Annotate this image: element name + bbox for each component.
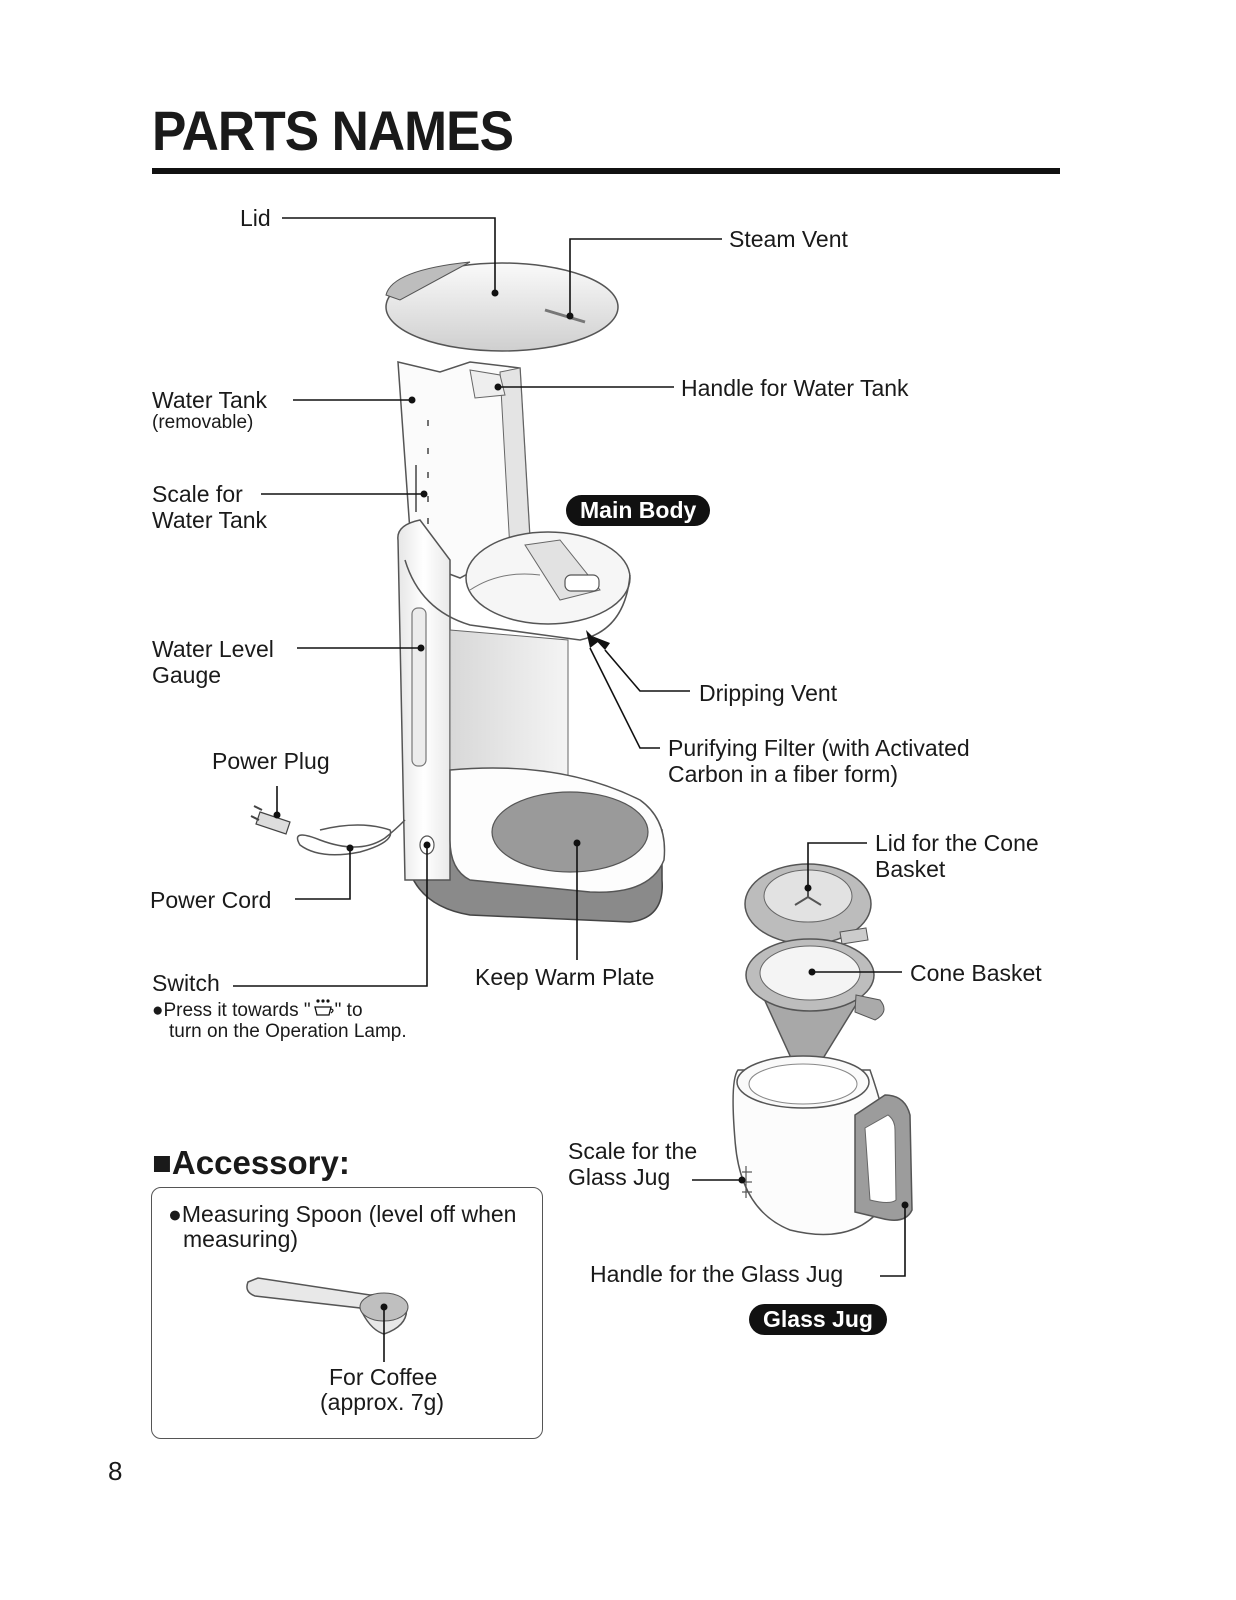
spoon-label-line1: For Coffee [329, 1364, 438, 1390]
label-lid-cone-basket-line1: Lid for the Cone [875, 830, 1039, 856]
label-lid-cone-basket-line2: Basket [875, 856, 946, 882]
label-scale-water-tank-line1: Scale for [152, 481, 243, 507]
label-water-level-gauge-line2: Gauge [152, 662, 222, 688]
label-switch-note-line1: ●Press it towards " " to [152, 998, 363, 1024]
accessory-heading: ■Accessory: [152, 1144, 350, 1181]
page-title: PARTS NAMES [152, 99, 514, 162]
label-handle-water-tank: Handle for Water Tank [681, 375, 909, 401]
label-scale-glass-jug-line1: Scale for the [568, 1138, 698, 1164]
label-lid: Lid [240, 205, 271, 231]
lid-illustration [385, 261, 619, 352]
label-purifying-filter-line1: Purifying Filter (with Activated [668, 735, 970, 761]
label-steam-vent: Steam Vent [729, 226, 848, 252]
water-tank-illustration [397, 361, 531, 579]
main-body-illustration [250, 519, 666, 923]
cone-basket-lid-illustration [744, 863, 872, 945]
badge-main-body: Main Body [566, 495, 711, 526]
label-water-tank: Water Tank [152, 387, 268, 413]
title-underline [152, 168, 1060, 174]
label-keep-warm-plate: Keep Warm Plate [475, 964, 655, 990]
accessory-item-line1: ●Measuring Spoon (level off when [168, 1201, 517, 1227]
label-cone-basket: Cone Basket [910, 960, 1042, 986]
glass-jug-illustration [732, 1055, 913, 1236]
label-purifying-filter-line2: Carbon in a fiber form) [668, 761, 899, 787]
switch-note-suffix: " to [334, 1000, 363, 1022]
switch-note-prefix: ●Press it towards " [152, 1000, 311, 1022]
spoon-label-line2: (approx. 7g) [320, 1389, 445, 1415]
label-dripping-vent: Dripping Vent [699, 680, 838, 706]
page-number: 8 [108, 1456, 123, 1486]
accessory-item-line2: measuring) [183, 1226, 299, 1252]
label-handle-glass-jug: Handle for the Glass Jug [590, 1261, 844, 1287]
cone-basket-illustration [745, 938, 885, 1061]
label-water-tank-note: (removable) [152, 412, 254, 433]
label-scale-glass-jug-line2: Glass Jug [568, 1164, 671, 1190]
badge-glass-jug: Glass Jug [749, 1304, 887, 1335]
accessory-box [151, 1187, 543, 1439]
label-water-level-gauge-line1: Water Level [152, 636, 274, 662]
label-switch: Switch [152, 970, 220, 996]
label-scale-water-tank-line2: Water Tank [152, 507, 268, 533]
label-power-cord: Power Cord [150, 887, 272, 913]
label-switch-note-line2: turn on the Operation Lamp. [169, 1021, 407, 1042]
label-power-plug: Power Plug [212, 748, 330, 774]
drip-cup-icon [311, 998, 335, 1024]
